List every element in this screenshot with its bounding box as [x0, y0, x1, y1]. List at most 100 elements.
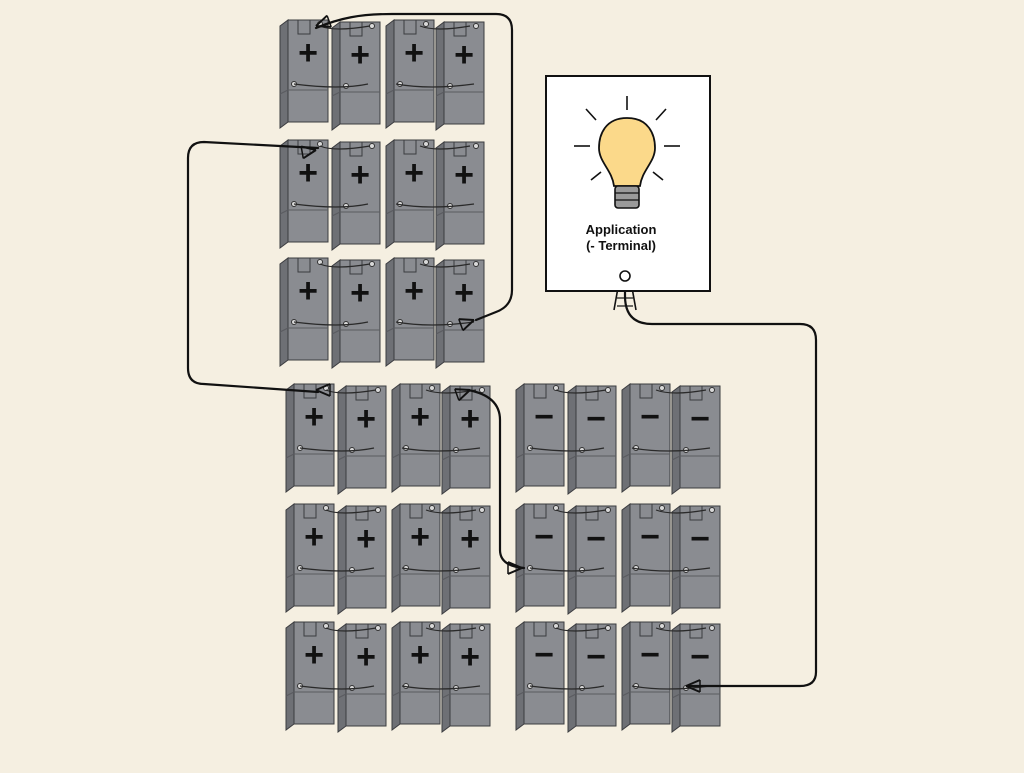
positive-sign: +	[460, 520, 480, 558]
negative-battery-group-2: −−−−	[515, 503, 721, 615]
positive-battery-group-6: + + + +	[285, 621, 491, 733]
cell-link-wire	[529, 685, 605, 690]
battery-cell: −	[621, 621, 671, 731]
cell-link-wire	[299, 447, 375, 452]
cell-link-wire	[529, 447, 605, 452]
battery-cell: +	[337, 623, 387, 733]
battery-bank: ++++++++++++++++++++++++−−−−−−−−−−−−	[279, 19, 721, 733]
battery-cell: −	[671, 623, 721, 733]
battery-cell: +	[331, 141, 381, 251]
battery-cell: +	[337, 385, 387, 495]
negative-sign: −	[534, 636, 554, 674]
positive-battery-group-2: + + + +	[279, 139, 485, 251]
cable-clamp-icon	[685, 679, 701, 693]
cell-link-wire	[299, 685, 375, 690]
positive-battery-group-5: ++++	[285, 503, 491, 615]
cell-link-wire	[325, 509, 377, 514]
cell-link-wire	[555, 389, 607, 394]
battery-cell: −	[567, 385, 617, 495]
cell-link-wire	[401, 447, 481, 452]
positive-battery-group-3: + + + +	[279, 257, 485, 369]
cable-clamp-icon	[315, 383, 331, 397]
battery-cell: +	[435, 141, 485, 251]
positive-sign: +	[404, 34, 424, 72]
negative-sign: −	[586, 638, 606, 676]
battery-cell: +	[391, 383, 441, 493]
battery-cell: +	[441, 505, 491, 615]
positive-sign: +	[356, 638, 376, 676]
negative-sign: −	[640, 398, 660, 436]
positive-sign: +	[404, 272, 424, 310]
negative-sign: −	[690, 638, 710, 676]
negative-sign: −	[690, 520, 710, 558]
cell-link-wire	[555, 627, 607, 632]
cable-clamp-icon	[458, 318, 475, 332]
negative-battery-group-3: −−−−	[515, 621, 721, 733]
cable-clamp-icon	[454, 388, 471, 402]
battery-cell: −	[621, 503, 671, 613]
battery-cell: +	[385, 19, 435, 129]
battery-cell: −	[515, 503, 565, 613]
negative-battery-group-1: −−−−	[515, 383, 721, 495]
positive-sign: +	[460, 400, 480, 438]
battery-cell: +	[385, 257, 435, 367]
negative-sign: −	[640, 518, 660, 556]
battery-cell: +	[331, 259, 381, 369]
cable-top-loop	[314, 12, 514, 322]
positive-sign: +	[410, 636, 430, 674]
positive-sign: +	[410, 398, 430, 436]
negative-sign: −	[640, 636, 660, 674]
cell-link-wire	[631, 567, 711, 572]
positive-sign: +	[304, 398, 324, 436]
cable-layer	[186, 12, 818, 693]
positive-sign: +	[356, 400, 376, 438]
cell-link-wire	[655, 627, 707, 632]
positive-battery-group-4: + + + +	[285, 383, 491, 495]
cell-link-wire	[401, 685, 481, 690]
negative-sign: −	[586, 400, 606, 438]
cell-link-wire	[529, 567, 605, 572]
battery-cell: −	[671, 385, 721, 495]
cell-link-wire	[299, 567, 375, 572]
positive-battery-group-1: ++++	[279, 19, 485, 131]
positive-sign: +	[304, 636, 324, 674]
battery-cell: +	[279, 257, 329, 367]
battery-cell: +	[279, 139, 329, 249]
cell-link-wire	[293, 83, 369, 88]
cable-left-loop	[186, 140, 320, 394]
positive-sign: +	[350, 156, 370, 194]
negative-sign: −	[586, 520, 606, 558]
positive-sign: +	[454, 36, 474, 74]
negative-terminal	[619, 270, 631, 282]
battery-cell: +	[279, 19, 329, 129]
cell-link-wire	[395, 321, 475, 326]
battery-cell: +	[385, 139, 435, 249]
battery-cell: +	[441, 623, 491, 733]
battery-cell: +	[285, 621, 335, 731]
battery-cell: +	[435, 21, 485, 131]
lightbulb-icon	[574, 96, 680, 209]
battery-cell: +	[331, 21, 381, 131]
cell-link-wire	[631, 447, 711, 452]
battery-cell: +	[337, 505, 387, 615]
positive-sign: +	[460, 638, 480, 676]
positive-sign: +	[454, 274, 474, 312]
cell-link-wire	[655, 509, 707, 514]
application-panel: Application (- Terminal)	[545, 75, 711, 292]
battery-cell: −	[671, 505, 721, 615]
battery-cell: +	[391, 503, 441, 613]
positive-sign: +	[454, 156, 474, 194]
cable-clamp-icon	[507, 561, 523, 575]
positive-sign: +	[298, 272, 318, 310]
cell-link-wire	[325, 389, 377, 394]
battery-cell: −	[567, 505, 617, 615]
cell-link-wire	[395, 203, 475, 208]
cell-link-wire	[419, 145, 471, 150]
positive-sign: +	[350, 274, 370, 312]
positive-sign: +	[304, 518, 324, 556]
cell-link-wire	[425, 509, 477, 514]
cable-clamp-icon	[315, 14, 332, 28]
negative-sign: −	[534, 518, 554, 556]
negative-sign: −	[690, 400, 710, 438]
